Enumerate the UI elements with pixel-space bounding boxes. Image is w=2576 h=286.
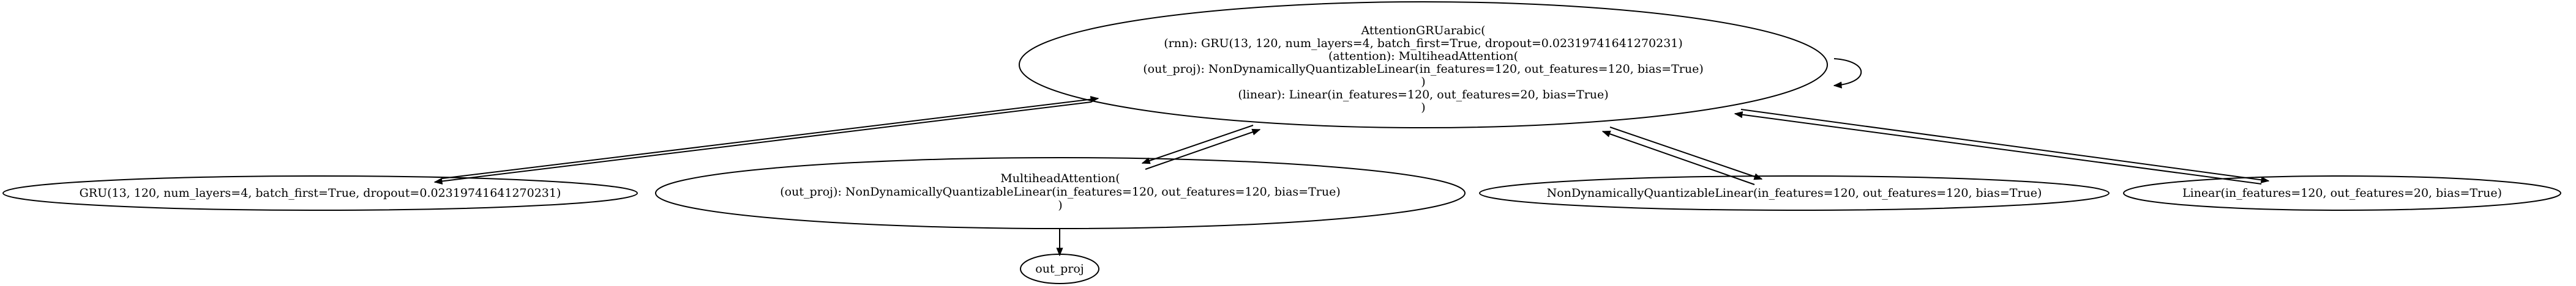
node-label-line: MultiheadAttention( [1000, 172, 1120, 185]
node-label-line: ) [1058, 199, 1062, 212]
node-out-proj: out_proj [1020, 254, 1099, 284]
node-label-line: ) [1421, 101, 1425, 114]
node-label-line: ) [1421, 75, 1425, 89]
edge-root-to-gru [433, 101, 1091, 185]
node-label-line: (rnn): GRU(13, 120, num_layers=4, batch_… [1164, 37, 1683, 50]
node-label-line: (attention): MultiheadAttention( [1328, 50, 1518, 63]
node-attention-gru-arabic: AttentionGRUarabic( (rnn): GRU(13, 120, … [1019, 1, 1828, 128]
node-gru: GRU(13, 120, num_layers=4, batch_first=T… [2, 175, 638, 211]
node-outline [655, 157, 1466, 229]
node-outline [2123, 175, 2561, 211]
edge-root-to-linear [1740, 109, 2270, 183]
node-outline [2, 175, 638, 211]
node-label-line: AttentionGRUarabic( [1360, 24, 1485, 37]
node-outline [1020, 254, 1099, 284]
node-label-line: (linear): Linear(in_features=120, out_fe… [1238, 88, 1608, 101]
node-multihead-attention: MultiheadAttention( (out_proj): NonDynam… [655, 157, 1466, 229]
edge-gru-to-root [441, 95, 1099, 179]
node-label-line: GRU(13, 120, num_layers=4, batch_first=T… [80, 186, 561, 200]
node-label-line: NonDynamicallyQuantizableLinear(in_featu… [1547, 186, 2042, 200]
node-label-line: (out_proj): NonDynamicallyQuantizableLin… [1143, 62, 1704, 76]
node-outline [1019, 1, 1828, 128]
edge-attention-to-root [1145, 128, 1261, 170]
node-outline [1479, 175, 2110, 211]
edge-root-to-attention [1141, 125, 1254, 164]
edge-root-to-ndq [1609, 127, 1763, 180]
node-label-line: out_proj [1035, 262, 1084, 276]
node-linear: Linear(in_features=120, out_features=20,… [2123, 175, 2561, 211]
node-nondynamically-quantizable-linear: NonDynamicallyQuantizableLinear(in_featu… [1479, 175, 2110, 211]
edge-root-self-loop [1833, 58, 1862, 89]
edge-linear-to-root [1734, 111, 2262, 185]
node-label-line: (out_proj): NonDynamicallyQuantizableLin… [780, 185, 1341, 199]
node-label-line: Linear(in_features=120, out_features=20,… [2182, 186, 2502, 200]
edge-ndq-to-root [1601, 130, 1755, 185]
edge-layer [433, 58, 2270, 257]
